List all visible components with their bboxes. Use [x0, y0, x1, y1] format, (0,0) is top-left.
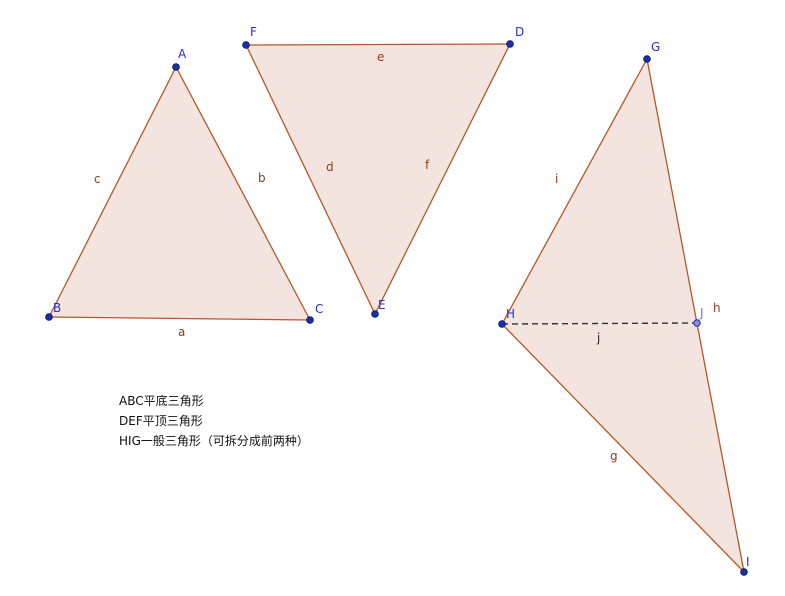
segment-e[interactable] [245, 43, 511, 46]
segment-d-label: d [326, 160, 334, 174]
point-h-label: H [506, 307, 515, 321]
segment-b[interactable] [175, 66, 311, 321]
point-j-label: J [699, 306, 704, 320]
segment-e-label: e [377, 50, 384, 64]
segment-d[interactable] [245, 44, 376, 315]
segment-h[interactable] [646, 58, 745, 573]
point-g[interactable] [643, 55, 651, 63]
note-abc: ABC平底三角形 [119, 393, 204, 408]
segment-c-label: c [94, 172, 101, 186]
segment-j[interactable] [501, 322, 698, 325]
triangle-abc-fill[interactable] [49, 67, 310, 320]
segment-f-label: f [425, 158, 430, 172]
point-d-label: D [515, 25, 524, 39]
segment-a-label: a [178, 325, 185, 339]
point-a-label: A [178, 47, 187, 61]
segment-a[interactable] [48, 316, 311, 321]
point-g-label: G [651, 40, 660, 54]
point-a[interactable] [172, 63, 180, 71]
segment-g-label: g [610, 449, 618, 463]
point-b-label: B [53, 301, 61, 315]
point-b[interactable] [45, 313, 53, 321]
point-i-label: I [746, 555, 750, 569]
point-e-label: E [378, 298, 386, 312]
note-hig: HIG一般三角形（可拆分成前两种） [119, 433, 309, 448]
segment-i[interactable] [501, 58, 648, 325]
point-f[interactable] [242, 41, 250, 49]
triangle-ghi-fill[interactable] [502, 59, 744, 572]
notes: ABC平底三角形 DEF平顶三角形 HIG一般三角形（可拆分成前两种） [119, 393, 309, 448]
triangle-def: d e f D E F [242, 25, 524, 318]
segment-i-label: i [555, 172, 558, 186]
point-j[interactable] [693, 319, 701, 327]
point-i[interactable] [740, 568, 748, 576]
point-f-label: F [250, 25, 257, 39]
triangle-def-fill[interactable] [246, 44, 510, 314]
triangle-abc: a b c A B C [45, 47, 323, 339]
segment-g[interactable] [501, 323, 745, 573]
point-c-label: C [315, 302, 323, 316]
point-h[interactable] [498, 320, 506, 328]
triangle-ghi: g h i j G H I J [498, 40, 750, 576]
note-def: DEF平顶三角形 [119, 414, 203, 428]
segment-f[interactable] [374, 43, 511, 315]
segment-b-label: b [258, 171, 266, 185]
segment-j-label: j [596, 331, 600, 345]
segment-c[interactable] [48, 66, 177, 318]
point-d[interactable] [506, 40, 514, 48]
segment-h-label: h [713, 301, 721, 315]
point-e[interactable] [371, 310, 379, 318]
point-c[interactable] [306, 316, 314, 324]
